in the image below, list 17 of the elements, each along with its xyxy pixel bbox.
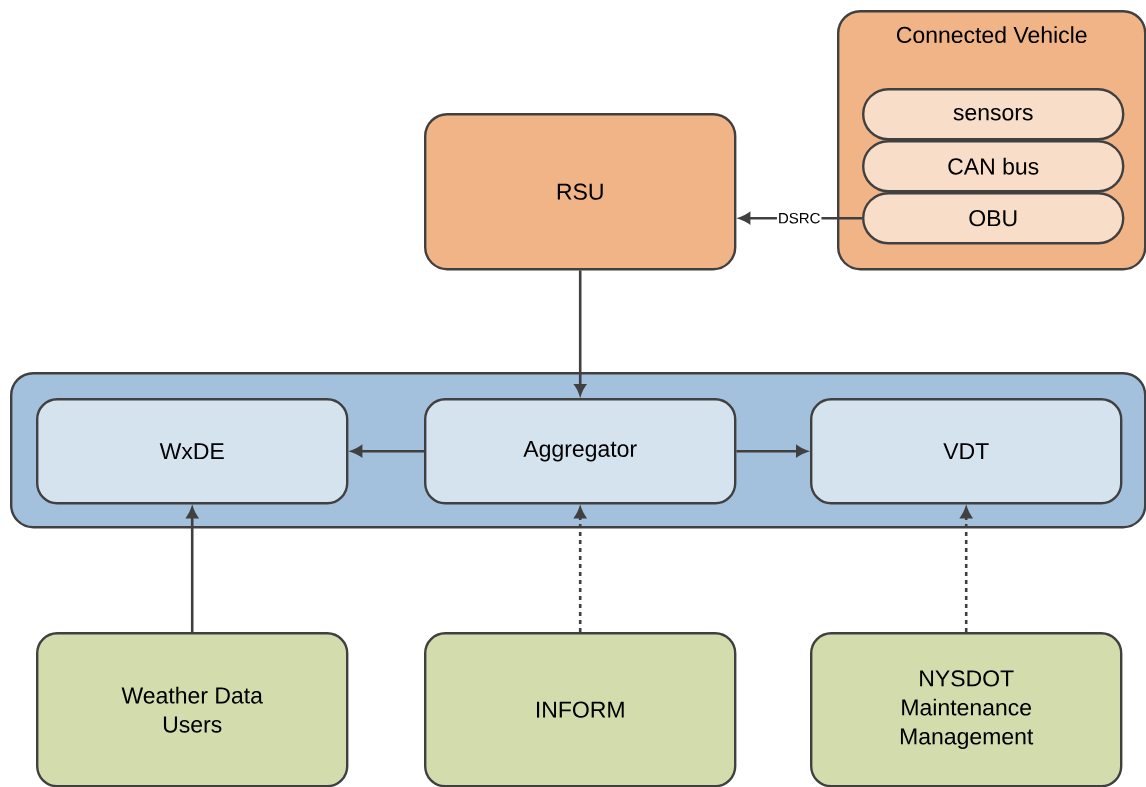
component-pill: OBU	[862, 192, 1125, 245]
arrow	[736, 445, 808, 457]
process-box: Aggregator	[424, 398, 737, 505]
process-box: WxDE	[36, 398, 349, 505]
arrow	[960, 507, 972, 632]
rsu-box: RSU	[424, 113, 737, 271]
arrow	[574, 507, 586, 632]
component-pill: CAN bus	[862, 140, 1125, 193]
arrow	[351, 445, 424, 457]
arrow	[574, 270, 586, 396]
edge-label: DSRC	[776, 211, 822, 225]
source-box: NYSDOT Maintenance Management	[810, 632, 1123, 787]
process-box: VDT	[810, 398, 1123, 505]
arrow	[186, 507, 198, 632]
component-pill: sensors	[862, 88, 1125, 141]
source-box: Weather Data Users	[36, 632, 349, 787]
source-box: INFORM	[424, 632, 737, 787]
